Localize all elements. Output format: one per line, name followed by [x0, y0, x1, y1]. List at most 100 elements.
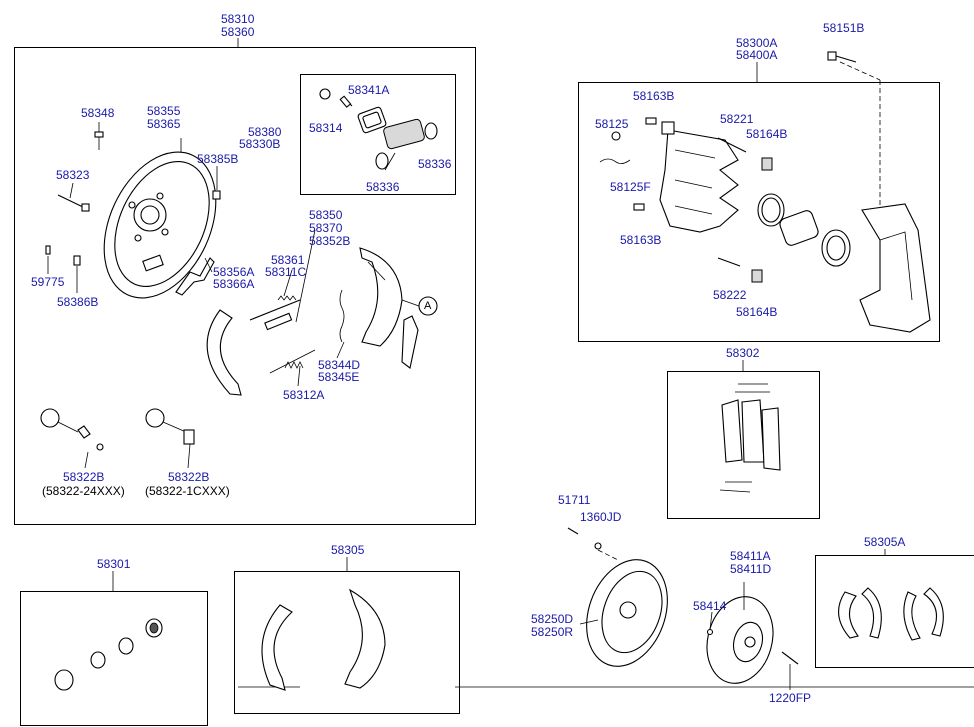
box-shoe-set-a — [815, 555, 974, 668]
label-58222: 58222 — [713, 288, 747, 302]
brake-pads — [719, 383, 781, 493]
spring-58312a — [269, 349, 316, 387]
label-58386b: 58386B — [57, 295, 99, 309]
brake-shoe-right — [359, 247, 403, 347]
label-58385b: 58385B — [197, 152, 239, 166]
brake-shoe-left — [206, 309, 242, 396]
label-58305a: 58305A — [864, 535, 906, 549]
label-58125f: 58125F — [610, 180, 651, 194]
label-58322b-2-sub: (58322-1CXXX) — [145, 484, 230, 498]
spring-58344d — [336, 289, 345, 359]
label-58314: 58314 — [309, 121, 343, 135]
label-59775: 59775 — [31, 275, 65, 289]
label-58310: 58310 — [221, 12, 255, 26]
kit-circle-2 — [145, 408, 165, 428]
box-caliper — [578, 82, 940, 342]
label-58322b-1-sub: (58322-24XXX) — [42, 484, 125, 498]
bolt-58348 — [94, 122, 104, 150]
label-58400a: 58400A — [736, 48, 778, 62]
box-wheel-cylinder — [300, 74, 456, 195]
caliper-bracket — [859, 203, 931, 333]
backing-plate — [103, 138, 217, 299]
label-58336-left: 58336 — [366, 180, 400, 194]
cylinder-kit-58301 — [54, 618, 163, 691]
label-58356a: 58356A — [213, 265, 255, 279]
box-brake-pads — [667, 371, 820, 519]
disc-backing-plate — [586, 559, 668, 667]
label-58341a: 58341A — [348, 83, 390, 97]
label-58348: 58348 — [81, 106, 115, 120]
boot-58164b-1 — [761, 157, 773, 171]
bolt-58221 — [717, 137, 747, 153]
label-58360: 58360 — [221, 25, 255, 39]
cap-58125 — [611, 131, 621, 141]
label-58250d: 58250D — [531, 612, 574, 626]
shoe-set-58305a — [838, 587, 944, 641]
label-58345e: 58345E — [318, 370, 360, 384]
label-58302: 58302 — [726, 346, 760, 360]
label-58125: 58125 — [595, 117, 629, 131]
label-58305: 58305 — [331, 543, 365, 557]
bolt-58151b — [827, 51, 857, 63]
label-58365: 58365 — [147, 117, 181, 131]
label-58370: 58370 — [309, 221, 343, 235]
label-58323: 58323 — [56, 168, 90, 182]
clip-59775 — [45, 245, 51, 274]
label-58336-right: 58336 — [418, 157, 452, 171]
label-58300a: 58300A — [736, 36, 778, 50]
label-58164b-top: 58164B — [746, 127, 788, 141]
label-51711: 51711 — [558, 493, 591, 507]
label-58355: 58355 — [147, 104, 181, 118]
label-58322b-1: 58322B — [63, 470, 105, 484]
wheel-cylinder — [319, 88, 438, 171]
box-shoe-set — [234, 571, 460, 714]
box-cylinder-kit — [20, 591, 208, 726]
caliper-body — [659, 121, 739, 233]
label-58350: 58350 — [309, 208, 343, 222]
bolt-58222 — [717, 257, 741, 267]
nipple-58385b — [212, 166, 221, 200]
label-58151b: 58151B — [823, 21, 865, 35]
plug-58386b — [73, 255, 81, 293]
piston — [779, 210, 819, 246]
bolt-58163b-2 — [633, 203, 645, 211]
label-58352b: 58352B — [309, 234, 351, 248]
dash-58151b — [839, 61, 881, 81]
hose-58125f — [599, 158, 631, 164]
label-58411a: 58411A — [730, 549, 771, 563]
boot-58164b-2 — [751, 269, 763, 283]
box-drum-brake — [14, 47, 476, 525]
reference-letter-a: A — [424, 300, 432, 312]
label-58344d: 58344D — [318, 358, 361, 372]
label-58414: 58414 — [693, 599, 727, 613]
bolt-58323 — [57, 182, 90, 212]
label-58330b: 58330B — [239, 137, 281, 151]
label-58163b-bottom: 58163B — [620, 233, 662, 247]
parking-lever — [401, 315, 419, 369]
bolt-58163b-1 — [645, 117, 657, 125]
nut-58414 — [706, 628, 714, 636]
label-58366a: 58366A — [213, 277, 255, 291]
label-58311c: 58311C — [265, 265, 307, 279]
label-58411d: 58411D — [730, 562, 772, 576]
label-1220fp: 1220FP — [769, 691, 812, 705]
label-58301: 58301 — [97, 557, 131, 571]
lever-58356a — [175, 257, 215, 296]
bolt-51711 — [567, 527, 579, 535]
kit-circle-1 — [40, 408, 60, 428]
label-58163b-top: 58163B — [633, 89, 675, 103]
washer-1360jd — [594, 542, 602, 550]
label-58164b-bottom: 58164B — [736, 305, 778, 319]
label-58322b-2: 58322B — [168, 470, 210, 484]
label-58380: 58380 — [248, 125, 282, 139]
brake-disc — [706, 596, 774, 684]
label-58221: 58221 — [720, 112, 754, 126]
adjuster-58361 — [249, 269, 301, 331]
label-58250r: 58250R — [531, 625, 574, 639]
label-58312a: 58312A — [283, 388, 325, 402]
shoe-set-right — [344, 588, 386, 689]
leader-58350 — [295, 229, 316, 323]
screw-1220fp — [781, 651, 799, 665]
shoe-set-left — [261, 604, 293, 691]
